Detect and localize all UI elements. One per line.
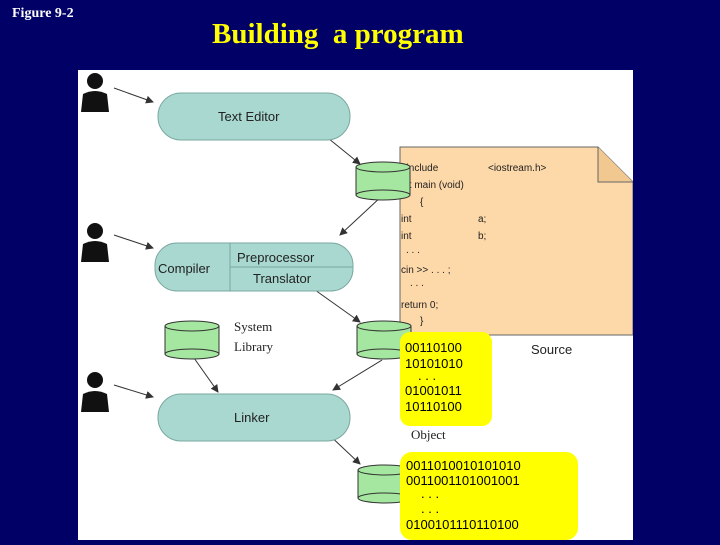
programmer-icon [81,372,109,412]
code-line: . . . [406,245,420,256]
source-label: Source [531,342,572,357]
text-editor-label: Text Editor [218,109,280,124]
translator-label: Translator [253,271,312,286]
code-line: { [420,197,424,208]
preprocessor-label: Preprocessor [237,250,315,265]
object-code-block: 00110100 10101010 . . . 01001011 1011010… [400,332,492,426]
executable-code-line: . . . [421,486,439,501]
object-code-line: 01001011 [405,383,462,398]
page-title: Building a program [212,18,464,50]
code-line: cin >> . . . ; [401,265,450,276]
text-editor-node: Text Editor [157,92,351,141]
system-library-label: Library [234,339,273,354]
code-line: <iostream.h> [488,163,547,174]
source-document: #include <iostream.h> int main (void) { … [399,146,634,336]
compiler-label: Compiler [158,261,211,276]
diagram-panel: #include <iostream.h> int main (void) { … [78,70,634,540]
figure-label: Figure 9-2 [12,6,74,21]
object-label: Object [411,427,446,442]
object-code-line: . . . [418,368,436,383]
code-line: return 0; [401,300,438,311]
source-disk [355,161,411,201]
code-line: . . . [410,278,424,289]
code-line: int main (void) [401,180,464,191]
build-diagram: #include <iostream.h> int main (void) { … [81,73,634,540]
linker-label: Linker [234,410,270,425]
system-library-disk [164,320,220,360]
system-library-label: System [234,319,272,334]
code-line: #include [401,163,439,174]
programmer-icon [81,223,109,262]
code-line: b; [478,231,486,242]
object-code-line: 10110100 [405,399,462,414]
code-line: } [420,316,424,327]
object-code-line: 00110100 [405,340,462,355]
code-line: a; [478,214,486,225]
code-line: int [401,214,412,225]
executable-code-line: . . . [421,501,439,516]
executable-code-line: 0011001101001001 [406,473,520,488]
compiler-node: Compiler Preprocessor Translator [154,242,354,292]
executable-code-line: 0100101110110100 [406,517,519,532]
executable-code-line: 0011010010101010 [406,458,521,473]
object-code-line: 10101010 [405,356,463,371]
programmer-icon [81,73,109,112]
linker-node: Linker [157,393,351,442]
code-line: int [401,231,412,242]
executable-code-block: 0011010010101010 0011001101001001 . . . … [400,452,578,540]
